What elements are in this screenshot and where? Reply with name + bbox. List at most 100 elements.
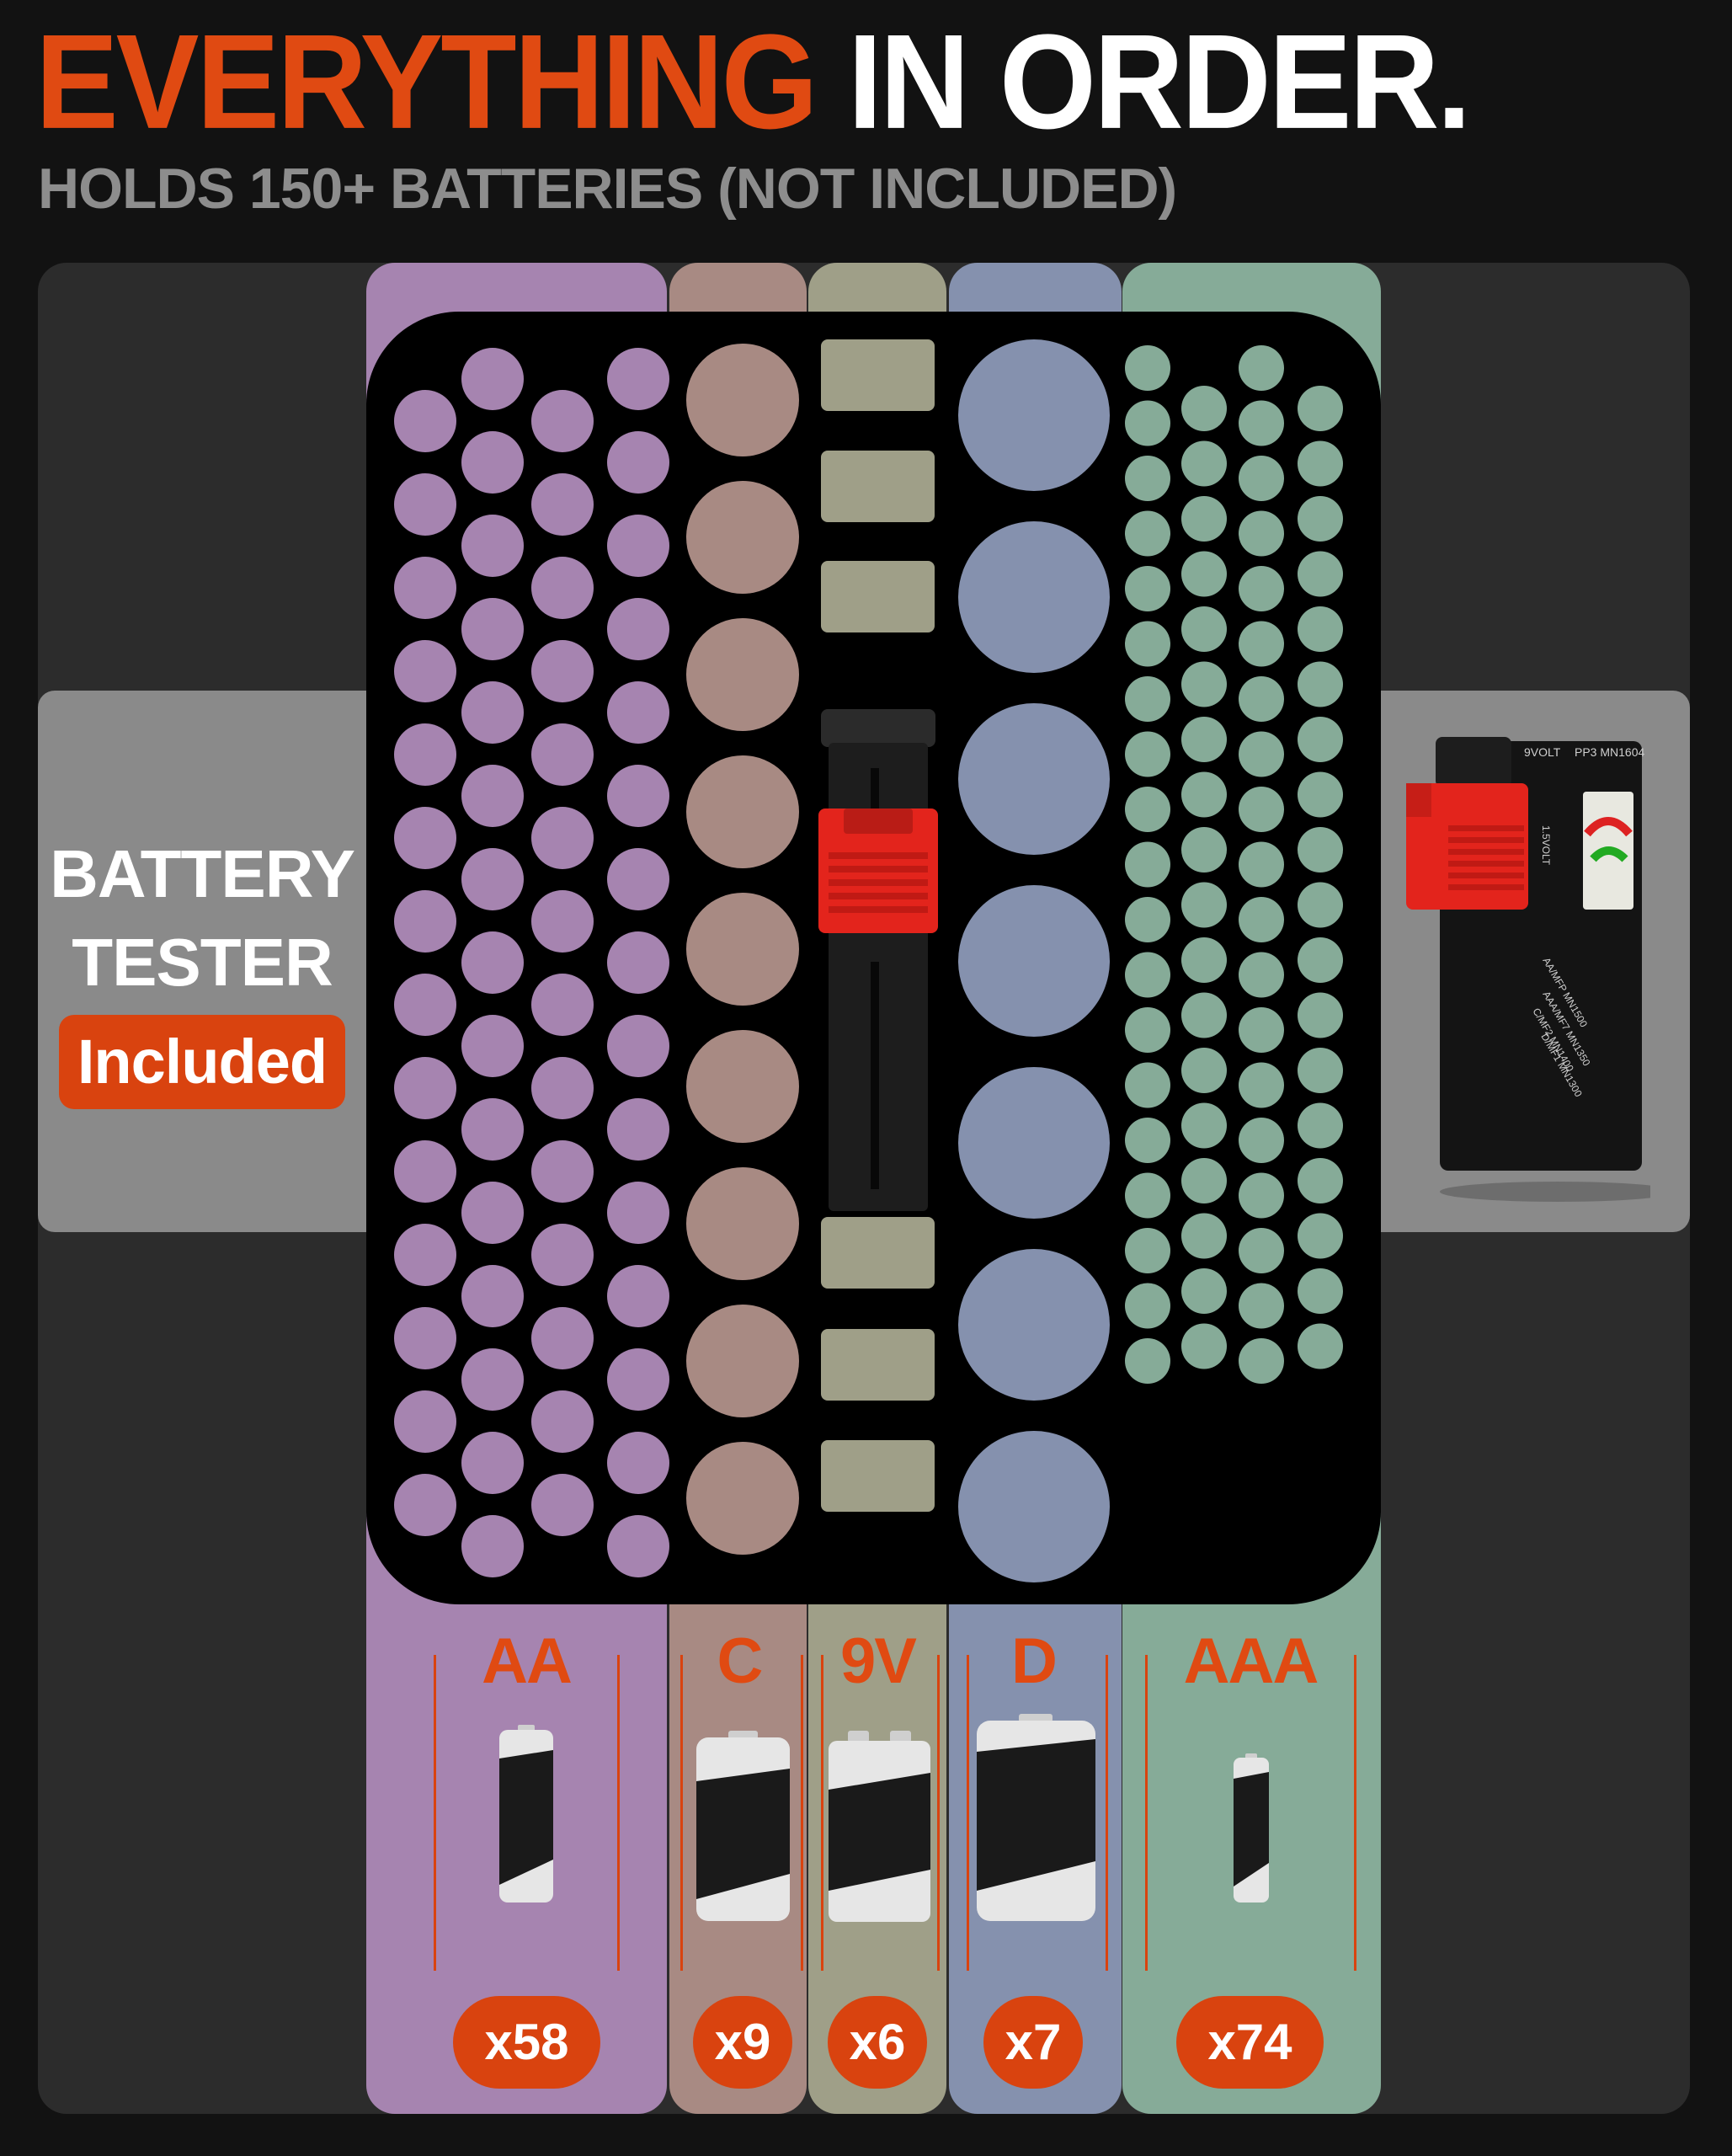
aaa-hole xyxy=(1298,1048,1343,1093)
aaa-hole xyxy=(1298,1268,1343,1314)
aa-hole xyxy=(607,1348,669,1411)
aaa-hole xyxy=(1239,456,1284,501)
aaa-hole xyxy=(1239,621,1284,667)
aa-hole xyxy=(394,473,456,536)
aaa-hole xyxy=(1298,661,1343,707)
c-hole xyxy=(686,1167,799,1280)
aaa-hole xyxy=(1239,731,1284,777)
aa-hole xyxy=(531,1057,594,1119)
aaa-hole xyxy=(1181,440,1227,487)
count-c: x9 xyxy=(693,1996,792,2089)
aaa-hole xyxy=(1239,1007,1284,1053)
aaa-hole xyxy=(1298,1323,1343,1369)
tester-label-line1: BATTERY xyxy=(50,836,355,911)
9v-hole xyxy=(821,339,935,411)
aaa-hole xyxy=(1181,551,1227,597)
aa-hole xyxy=(461,1098,524,1161)
aa-hole xyxy=(461,1348,524,1411)
aaa-hole xyxy=(1239,566,1284,611)
aaa-hole xyxy=(1181,661,1227,707)
aaa-hole xyxy=(1125,400,1170,446)
aa-hole xyxy=(531,1307,594,1369)
aa-hole xyxy=(461,431,524,494)
d-hole xyxy=(958,1067,1110,1219)
c-battery-icon xyxy=(696,1731,790,1921)
tester-top-label-2: PP3 MN1604 xyxy=(1575,745,1644,759)
aa-hole xyxy=(607,1182,669,1244)
c-hole xyxy=(686,1305,799,1417)
aaa-hole xyxy=(1125,1283,1170,1329)
bracket-aaa xyxy=(1145,1655,1356,1971)
aa-hole xyxy=(607,515,669,577)
d-holes xyxy=(958,339,1110,1582)
aaa-hole xyxy=(1239,787,1284,832)
aa-hole xyxy=(394,1057,456,1119)
aa-hole xyxy=(531,890,594,953)
aa-hole xyxy=(607,348,669,410)
aaa-hole xyxy=(1298,771,1343,818)
bracket-d xyxy=(967,1655,1108,1971)
9v-hole xyxy=(821,1329,935,1401)
aaa-hole xyxy=(1125,345,1170,391)
aa-hole xyxy=(531,807,594,869)
d-hole xyxy=(958,521,1110,673)
aa-hole xyxy=(461,1015,524,1077)
bracket-9v xyxy=(821,1655,940,1971)
aaa-hole xyxy=(1298,1213,1343,1259)
aaa-hole xyxy=(1125,841,1170,888)
aaa-hole xyxy=(1125,1007,1170,1053)
label-aa: AA xyxy=(482,1625,573,1697)
aa-hole xyxy=(607,931,669,994)
aaa-hole xyxy=(1125,566,1170,611)
9v-hole xyxy=(821,451,935,522)
aa-hole xyxy=(461,515,524,577)
page-subtitle: HOLDS 150+ BATTERIES (NOT INCLUDED) xyxy=(38,157,1177,221)
label-9v: 9V xyxy=(840,1625,917,1697)
aaa-hole xyxy=(1181,827,1227,873)
aaa-hole xyxy=(1239,1228,1284,1273)
aaa-holes xyxy=(1125,345,1343,1384)
aaa-battery-icon xyxy=(1234,1753,1269,1903)
aaa-hole xyxy=(1125,787,1170,832)
aaa-hole xyxy=(1298,386,1343,431)
aaa-hole xyxy=(1125,731,1170,777)
aa-hole xyxy=(394,390,456,452)
d-hole xyxy=(958,885,1110,1037)
count-aaa: x74 xyxy=(1176,1996,1324,2089)
aaa-hole xyxy=(1125,1338,1170,1384)
aaa-hole xyxy=(1181,882,1227,928)
aaa-hole xyxy=(1239,1062,1284,1108)
count-d: x7 xyxy=(983,1996,1083,2089)
aaa-hole xyxy=(1125,456,1170,501)
included-badge: Included xyxy=(59,1015,345,1109)
aa-hole xyxy=(531,1140,594,1203)
d-hole xyxy=(958,1249,1110,1401)
battery-tester-label: BATTERY TESTER xyxy=(38,830,366,1006)
aaa-hole xyxy=(1125,676,1170,722)
aa-hole xyxy=(531,1474,594,1536)
aaa-hole xyxy=(1125,1228,1170,1273)
aa-hole xyxy=(394,1140,456,1203)
c-hole xyxy=(686,344,799,456)
9v-holes xyxy=(821,339,935,1512)
aa-hole xyxy=(607,431,669,494)
aaa-hole xyxy=(1298,937,1343,983)
d-hole xyxy=(958,703,1110,855)
aaa-hole xyxy=(1239,1283,1284,1329)
aaa-hole xyxy=(1298,1158,1343,1203)
aa-hole xyxy=(531,640,594,702)
aaa-hole xyxy=(1298,440,1343,487)
tester-side-label-1: 1.5VOLT xyxy=(1540,825,1552,866)
c-holes xyxy=(686,344,799,1555)
aa-hole xyxy=(531,1390,594,1453)
aa-hole xyxy=(394,1224,456,1286)
aa-hole xyxy=(607,1432,669,1494)
aa-hole xyxy=(531,974,594,1036)
aa-hole xyxy=(394,890,456,953)
9v-hole xyxy=(821,561,935,632)
tester-top-label: 9VOLT xyxy=(1524,745,1561,759)
aaa-hole xyxy=(1125,1172,1170,1219)
slot-tester-icon xyxy=(818,709,938,1211)
aaa-hole xyxy=(1239,345,1284,391)
